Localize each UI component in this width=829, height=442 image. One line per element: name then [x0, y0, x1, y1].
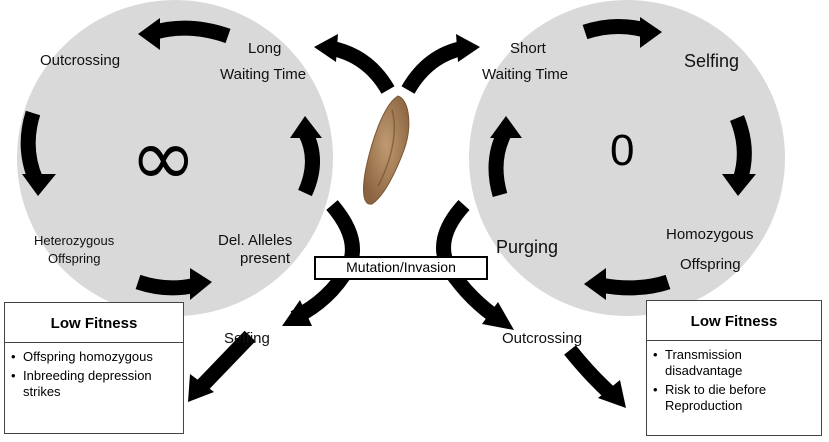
left-cycle-disc	[17, 0, 333, 316]
right-cycle-arrowhead-left	[490, 116, 522, 138]
zero-symbol: 0	[610, 126, 635, 175]
present-label: present	[240, 250, 291, 267]
right-box-item: Transmission disadvantage	[653, 347, 815, 379]
infinity-symbol: ∞	[130, 111, 197, 204]
arrow-to-right-box	[564, 345, 618, 401]
arrowhead-right-box	[598, 380, 626, 408]
left-box-list: Offspring homozygous Inbreeding depressi…	[5, 343, 183, 400]
right-cycle-arrowhead-right	[722, 174, 756, 196]
homozygous-offspring-label: Offspring	[680, 256, 741, 273]
left-box-item: Inbreeding depression strikes	[11, 368, 177, 400]
left-low-fitness-box: Low Fitness Offspring homozygous Inbreed…	[4, 302, 184, 434]
selfing-cycle-label: Selfing	[684, 51, 740, 71]
left-outcrossing-label: Outcrossing	[40, 52, 121, 69]
outcrossing-branch-label: Outcrossing	[502, 330, 583, 347]
right-cycle-arrow-top	[582, 19, 647, 40]
right-cycle-arrow-bottom	[598, 274, 671, 296]
left-cycle-arrowhead-left	[22, 174, 56, 196]
left-cycle-arrow-bottom	[135, 274, 198, 296]
del-alleles-label: Del. Alleles	[218, 232, 293, 249]
left-box-item: Offspring homozygous	[11, 349, 177, 365]
left-cycle-arrowhead-right	[290, 116, 322, 138]
homozygous-label: Homozygous	[666, 226, 754, 243]
right-cycle-arrowhead-bottom	[584, 268, 606, 300]
arrowhead-outcrossing-branch	[482, 302, 514, 330]
arrowhead-left-box	[188, 374, 214, 402]
right-cycle-arrow-right	[729, 115, 752, 183]
arrowhead-selfing-branch	[282, 300, 312, 326]
right-cycle-arrowhead-top	[640, 17, 662, 48]
arrow-to-long-waiting	[328, 40, 395, 94]
long-waiting-time-label: Waiting Time	[220, 66, 307, 83]
short-label: Short	[510, 40, 546, 57]
right-cycle-arrow-left	[488, 128, 512, 198]
left-cycle-arrowhead-top	[138, 18, 160, 50]
left-cycle-arrow-top	[149, 20, 231, 44]
right-box-title: Low Fitness	[647, 301, 821, 341]
left-box-title: Low Fitness	[5, 303, 183, 343]
right-box-list: Transmission disadvantage Risk to die be…	[647, 341, 821, 414]
arrowhead-short-waiting	[456, 34, 480, 62]
heterozygous-label: Heterozygous	[34, 233, 115, 248]
right-cycle-disc	[469, 0, 785, 316]
right-low-fitness-box: Low Fitness Transmission disadvantage Ri…	[646, 300, 822, 436]
heterozygous-offspring-label: Offspring	[48, 251, 101, 266]
flatworm-image	[363, 95, 410, 205]
purging-label: Purging	[496, 237, 559, 257]
arrowhead-long-waiting	[314, 34, 338, 62]
selfing-branch-label: Selfing	[224, 330, 270, 347]
left-cycle-arrowhead-bottom	[190, 268, 212, 300]
short-waiting-time-label: Waiting Time	[482, 66, 569, 83]
long-label: Long	[248, 40, 282, 57]
arrow-to-left-box	[194, 330, 256, 394]
arrow-to-short-waiting	[401, 40, 466, 94]
right-box-item: Risk to die before Reproduction	[653, 382, 815, 414]
left-cycle-arrow-right	[298, 128, 320, 197]
left-cycle-arrow-left	[20, 110, 43, 184]
mutation-invasion-box: Mutation/Invasion	[314, 256, 488, 280]
